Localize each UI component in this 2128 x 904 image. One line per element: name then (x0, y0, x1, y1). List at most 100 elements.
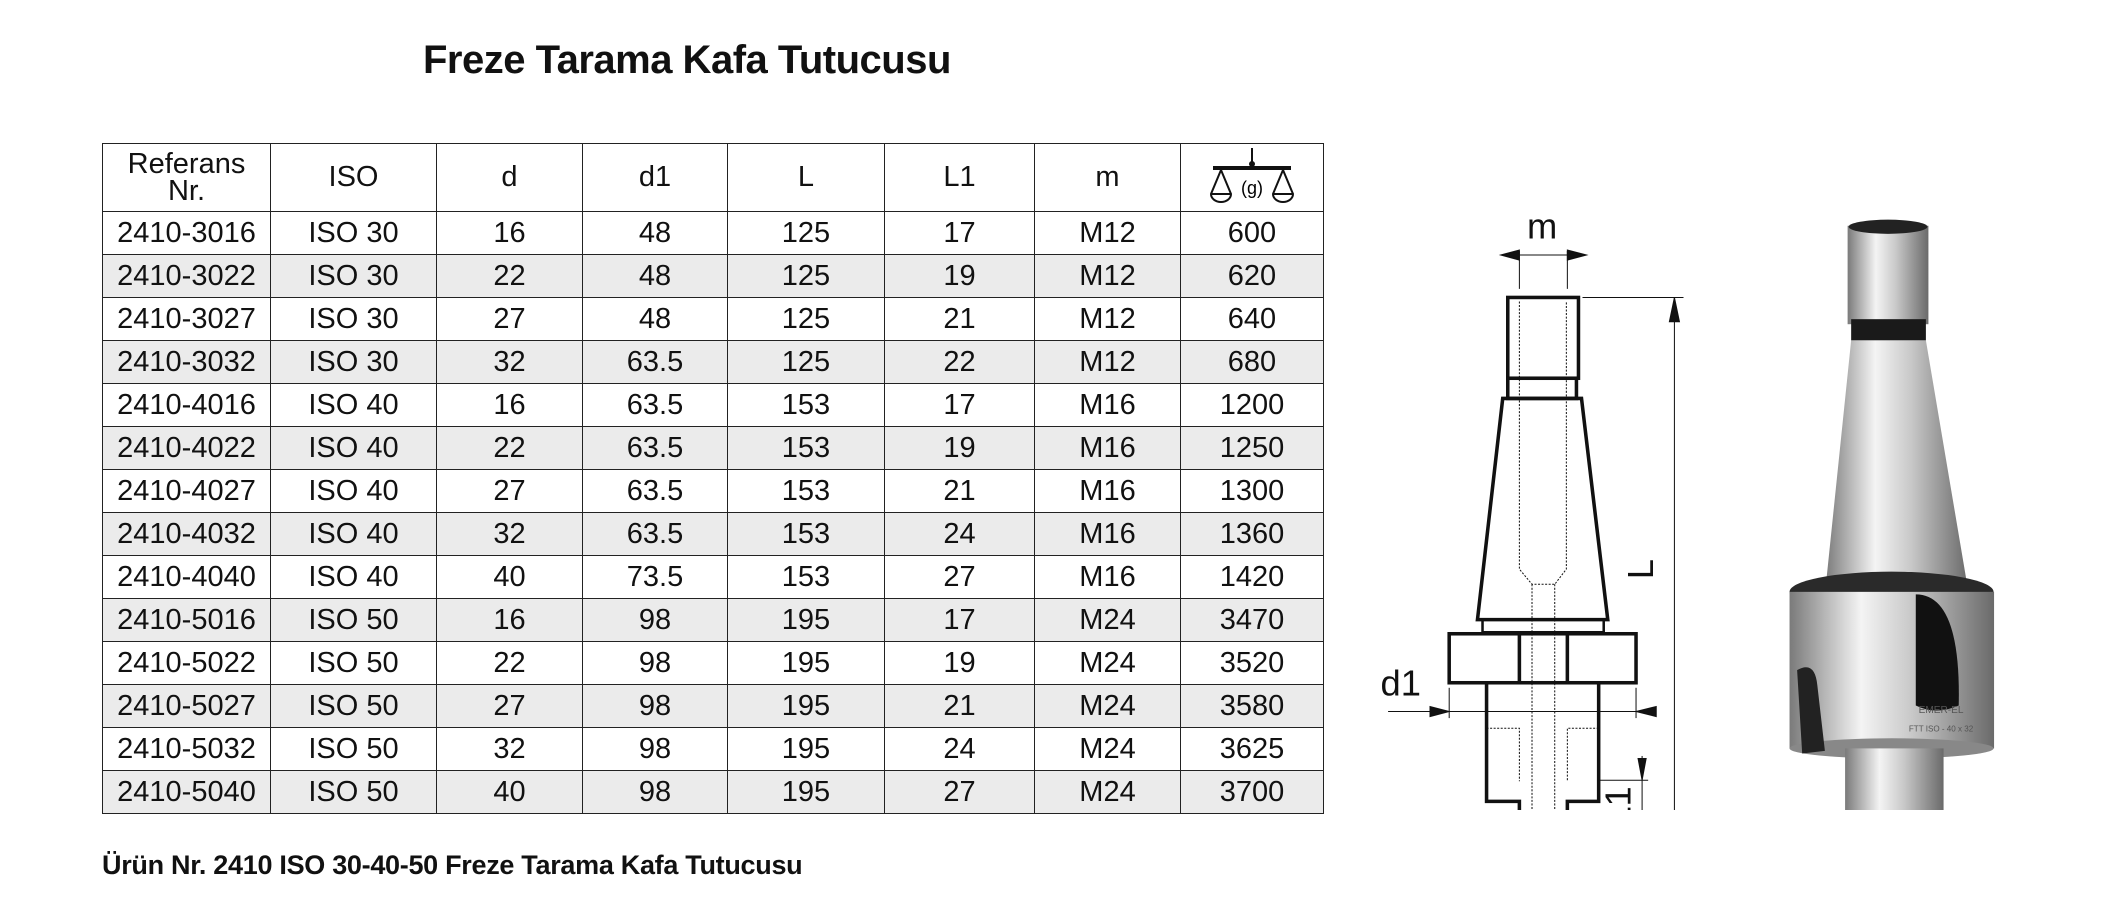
table-cell: 27 (436, 469, 583, 513)
table-cell: 63.5 (582, 383, 728, 427)
table-cell: ISO 30 (270, 297, 437, 341)
holder-outline (1447, 295, 1638, 810)
table-cell: 24 (884, 512, 1035, 556)
dimension-lines (1388, 249, 1684, 810)
table-cell: 27 (436, 684, 583, 728)
table-cell: 640 (1180, 297, 1324, 341)
table-cell: 153 (727, 512, 885, 556)
table-cell: 125 (727, 211, 885, 255)
table-cell: 19 (884, 641, 1035, 685)
label-d1: d1 (1380, 662, 1420, 703)
table-cell: ISO 40 (270, 469, 437, 513)
table-cell: 98 (582, 641, 728, 685)
table-cell: 195 (727, 684, 885, 728)
table-cell: 98 (582, 770, 728, 814)
table-cell: M24 (1034, 770, 1181, 814)
table-cell: 21 (884, 297, 1035, 341)
spec-table: Referans Nr. ISO d d1 L L1 m (g) 2410-30… (102, 143, 1324, 814)
table-cell: 195 (727, 770, 885, 814)
header-m: m (1034, 143, 1181, 212)
table-cell: 2410-4040 (102, 555, 271, 599)
table-cell: 17 (884, 211, 1035, 255)
table-cell: M12 (1034, 297, 1181, 341)
table-cell: 73.5 (582, 555, 728, 599)
table-cell: 153 (727, 555, 885, 599)
table-cell: 680 (1180, 340, 1324, 384)
header-d1: d1 (582, 143, 728, 212)
table-cell: 27 (436, 297, 583, 341)
table-cell: 17 (884, 383, 1035, 427)
table-cell: 22 (884, 340, 1035, 384)
table-cell: 21 (884, 469, 1035, 513)
table-cell: 2410-5027 (102, 684, 271, 728)
table-cell: 3520 (1180, 641, 1324, 685)
table-cell: M24 (1034, 727, 1181, 771)
table-cell: M16 (1034, 469, 1181, 513)
svg-text:(g): (g) (1241, 178, 1263, 198)
table-cell: ISO 30 (270, 340, 437, 384)
label-m: m (1527, 205, 1557, 246)
table-cell: 2410-3027 (102, 297, 271, 341)
table-cell: 40 (436, 555, 583, 599)
header-l1: L1 (884, 143, 1035, 212)
table-cell: 2410-3022 (102, 254, 271, 298)
table-cell: 2410-5032 (102, 727, 271, 771)
table-cell: 40 (436, 770, 583, 814)
header-d: d (436, 143, 583, 212)
table-cell: 600 (1180, 211, 1324, 255)
brand-marking: EMER-EL (1919, 705, 1964, 716)
table-cell: 24 (884, 727, 1035, 771)
table-cell: ISO 50 (270, 641, 437, 685)
table-cell: 48 (582, 254, 728, 298)
table-cell: ISO 40 (270, 555, 437, 599)
header-referans: Referans Nr. (102, 143, 271, 212)
table-cell: 195 (727, 598, 885, 642)
table-cell: 125 (727, 254, 885, 298)
table-cell: 17 (884, 598, 1035, 642)
table-cell: ISO 30 (270, 211, 437, 255)
table-cell: ISO 40 (270, 426, 437, 470)
table-cell: ISO 50 (270, 598, 437, 642)
table-cell: ISO 40 (270, 383, 437, 427)
table-cell: 27 (884, 770, 1035, 814)
table-cell: 63.5 (582, 340, 728, 384)
page-title: Freze Tarama Kafa Tutucusu (423, 38, 951, 82)
table-cell: M16 (1034, 426, 1181, 470)
label-L: L (1620, 559, 1661, 579)
product-caption: Ürün Nr. 2410 ISO 30-40-50 Freze Tarama … (102, 850, 803, 880)
table-cell: 3700 (1180, 770, 1324, 814)
table-cell: M16 (1034, 555, 1181, 599)
table-cell: 22 (436, 254, 583, 298)
table-cell: 1200 (1180, 383, 1324, 427)
scale-icon: (g) (1209, 148, 1295, 203)
hidden-lines (1486, 301, 1599, 810)
table-cell: M12 (1034, 254, 1181, 298)
table-cell: 22 (436, 426, 583, 470)
table-cell: ISO 30 (270, 254, 437, 298)
table-cell: ISO 50 (270, 684, 437, 728)
table-cell: 1420 (1180, 555, 1324, 599)
table-cell: 2410-3016 (102, 211, 271, 255)
table-cell: ISO 50 (270, 727, 437, 771)
table-cell: M16 (1034, 512, 1181, 556)
table-cell: 32 (436, 340, 583, 384)
technical-drawing: m L d1 L1 d EMER-EL FTT ISO - 40 x 32 (1380, 205, 1995, 810)
table-cell: 195 (727, 641, 885, 685)
table-cell: 32 (436, 512, 583, 556)
table-cell: 63.5 (582, 426, 728, 470)
table-cell: 63.5 (582, 469, 728, 513)
table-cell: 2410-4016 (102, 383, 271, 427)
table-header-row: Referans Nr. ISO d d1 L L1 m (g) (102, 143, 1324, 212)
table-cell: 2410-3032 (102, 340, 271, 384)
table-cell: 153 (727, 469, 885, 513)
table-cell: 2410-4022 (102, 426, 271, 470)
